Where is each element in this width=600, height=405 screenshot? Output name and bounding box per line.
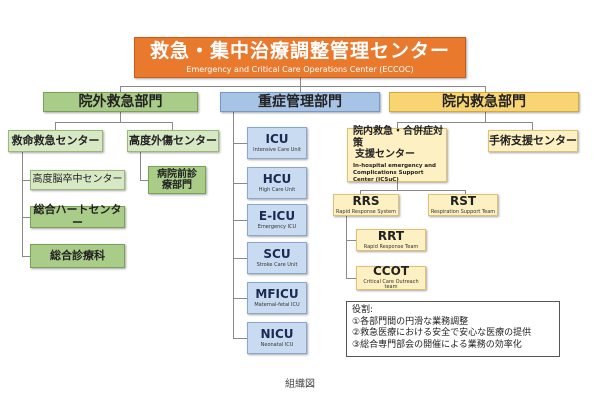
unit-mficu-desc: Maternal-fetal ICU — [254, 301, 300, 308]
dept-outpatient-label: 院外救急部門 — [78, 93, 163, 110]
unit-icu: ICU Intensive Care Unit — [247, 127, 307, 159]
unit-e-icu-name: E-ICU — [258, 208, 296, 223]
unit-e-icu-desc: Emergency ICU — [257, 223, 297, 230]
team-rrt-name: RRT — [377, 228, 405, 243]
unit-nicu-desc: Neonatal ICU — [260, 341, 294, 348]
unit-e-icu: E-ICU Emergency ICU — [247, 204, 307, 236]
team-rst-desc: Respiration Support Team — [430, 208, 496, 215]
stroke-center-label: 高度脳卒中センター — [32, 174, 123, 186]
unit-hcu-name: HCU — [262, 171, 292, 186]
dept-critical-care-label: 重症管理部門 — [258, 93, 342, 110]
unit-icu-desc: Intensive Care Unit — [253, 146, 301, 153]
surgical-support-center: 手術支援センター — [488, 130, 578, 152]
heart-center-label: 総合ハートセンター — [33, 203, 122, 229]
heart-center: 総合ハートセンター — [30, 203, 125, 229]
team-ccot-name: CCOT — [373, 263, 409, 278]
unit-hcu: HCU High Care Unit — [247, 167, 307, 199]
general-medicine-label: 総合診療科 — [50, 248, 105, 262]
team-rst-name: RST — [449, 193, 477, 208]
dept-inpatient: 院内救急部門 — [389, 92, 579, 112]
roles-item-1: ①各部門間の円滑な業務調整 — [352, 316, 469, 327]
icsuc-title-line1: 院内救急・合併症対策 — [353, 126, 443, 149]
team-rrs-desc: Rapid Response System — [335, 208, 396, 215]
unit-nicu-name: NICU — [260, 326, 294, 341]
lifesaving-center: 救命救急センター — [8, 130, 103, 152]
eccoc-subtitle: Emergency and Critical Care Operations C… — [186, 64, 414, 74]
team-rrt: RRT Rapid Response Team — [356, 229, 426, 251]
unit-mficu-name: MFICU — [255, 286, 299, 301]
team-ccot: CCOT Critical Care Outreach team — [356, 263, 426, 291]
unit-nicu: NICU Neonatal ICU — [247, 322, 307, 354]
roles-item-3: ③総合専門部会の開催による業務の効率化 — [352, 340, 522, 351]
team-ccot-desc: Critical Care Outreach team — [363, 278, 419, 291]
figure-caption: 組織図 — [285, 379, 315, 390]
eccoc-title: 救急・集中治療調整管理センター — [149, 39, 450, 62]
roles-item-2: ②救急医療における安全で安心な医療の提供 — [352, 328, 532, 339]
lifesaving-center-label: 救命救急センター — [11, 133, 100, 147]
team-rrs: RRS Rapid Response System — [333, 194, 399, 216]
team-rrs-name: RRS — [352, 193, 380, 208]
icsuc-english: In-hospital emergency and Complications … — [353, 162, 436, 183]
advanced-trauma-center-label: 高度外傷センター — [129, 133, 217, 147]
prehospital-medicine-label: 病院前診療部門 — [157, 168, 197, 192]
unit-scu: SCU Stroke Care Unit — [247, 242, 307, 274]
prehospital-medicine: 病院前診療部門 — [148, 166, 206, 194]
icsuc-center: 院内救急・合併症対策 支援センター In-hospital emergency … — [347, 126, 447, 183]
dept-inpatient-label: 院内救急部門 — [442, 93, 526, 110]
stroke-center: 高度脳卒中センター — [30, 170, 125, 190]
unit-scu-name: SCU — [263, 246, 291, 261]
advanced-trauma-center: 高度外傷センター — [127, 130, 219, 152]
unit-icu-name: ICU — [265, 131, 289, 146]
icsuc-title-line2: 支援センター — [355, 149, 415, 161]
unit-mficu: MFICU Maternal-fetal ICU — [247, 282, 307, 314]
team-rrt-desc: Rapid Response Team — [363, 243, 419, 250]
surgical-support-center-label: 手術支援センター — [489, 133, 577, 147]
team-rst: RST Respiration Support Team — [428, 194, 498, 216]
roles-box: 役割: ①各部門間の円滑な業務調整 ②救急医療における安全で安心な医療の提供 ③… — [346, 301, 560, 357]
dept-outpatient: 院外救急部門 — [43, 92, 198, 112]
unit-scu-desc: Stroke Care Unit — [256, 261, 298, 268]
eccoc-header: 救急・集中治療調整管理センター Emergency and Critical C… — [134, 37, 466, 78]
unit-hcu-desc: High Care Unit — [258, 186, 296, 193]
general-medicine: 総合診療科 — [30, 244, 125, 268]
roles-heading: 役割: — [352, 305, 374, 315]
dept-critical-care: 重症管理部門 — [220, 92, 380, 112]
